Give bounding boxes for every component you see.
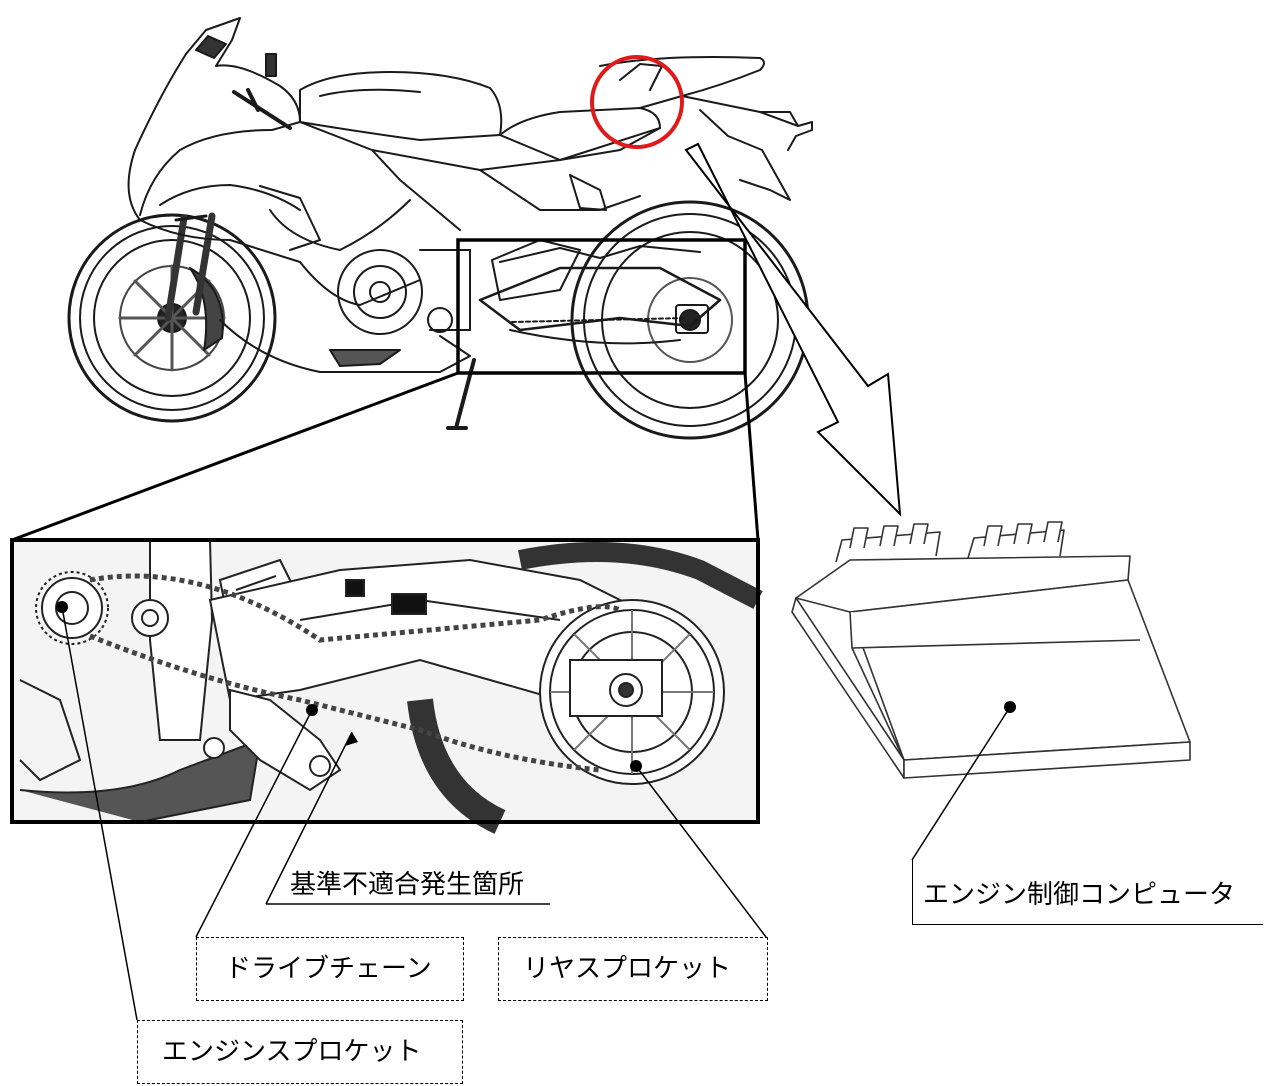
ecu-unit (791, 521, 1191, 779)
motorcycle-illustration (67, 17, 813, 440)
front-wheel (67, 213, 277, 423)
engine-sprocket-label: エンジンスプロケット (137, 1020, 463, 1084)
rear-sprocket-text: リヤスプロケット (523, 954, 732, 984)
leader-dots (56, 601, 1016, 772)
ecu-arrow (684, 142, 902, 517)
highlight-circle (590, 55, 684, 149)
drivetrain-detail (10, 538, 763, 834)
ecu-text: エンジン制御コンピュータ (923, 880, 1236, 910)
engine-sprocket-text: エンジンスプロケット (162, 1037, 422, 1067)
ecu-label: エンジン制御コンピュータ (912, 860, 1263, 925)
zoom-line-right (743, 372, 760, 541)
arrowhead (345, 732, 358, 746)
zoom-line-left (11, 371, 459, 542)
drive-chain-text: ドライブチェーン (225, 954, 432, 984)
nonconformity-location-label: 基準不適合発生箇所 (290, 870, 525, 900)
leader-lines (61, 606, 1011, 1021)
rear-sprocket-label: リヤスプロケット (498, 937, 768, 1001)
zoom-region-rect (456, 238, 747, 375)
drive-chain-label: ドライブチェーン (196, 937, 464, 1001)
